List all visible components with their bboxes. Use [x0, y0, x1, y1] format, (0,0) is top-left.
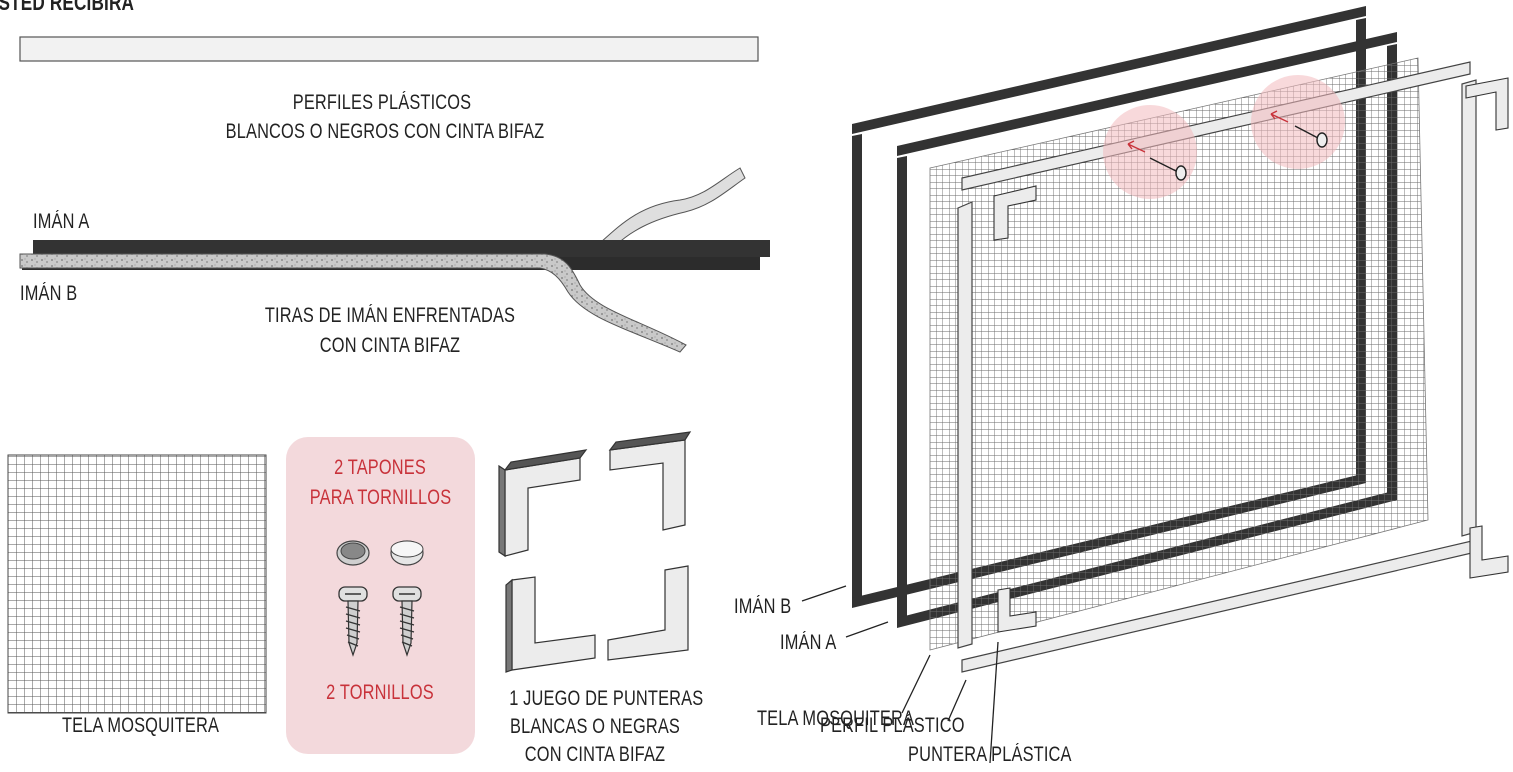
corner-pieces	[498, 431, 692, 673]
assembly-label-iman-a: IMÁN A	[780, 631, 837, 654]
caps-caption-line2: PARA TORNILLOS	[309, 486, 452, 509]
assembly-arrows	[1127, 110, 1289, 153]
profile-frame	[957, 61, 1477, 673]
magnet-a-label: IMÁN A	[33, 210, 90, 233]
screw-highlight-1	[1103, 105, 1197, 199]
assembly-exploded	[801, 6, 1509, 764]
screw-caps	[336, 540, 424, 566]
assembly-label-tela: TELA MOSQUITERA	[757, 707, 915, 730]
screw-highlight-2	[1251, 75, 1345, 169]
assembly-label-puntera: PUNTERA PLÁSTICA	[908, 743, 1072, 766]
assembly-mesh	[929, 57, 1429, 651]
page-title: USTED RECIBIRÁ	[0, 0, 135, 15]
corners-caption-line1: 1 JUEGO DE PUNTERAS	[509, 687, 704, 710]
leader-lines	[801, 585, 999, 764]
magnets-caption-line1: TIRAS DE IMÁN ENFRENTADAS	[264, 304, 516, 327]
magnets-caption-line2: CON CINTA BIFAZ	[319, 334, 461, 357]
mesh-caption: TELA MOSQUITERA	[62, 714, 220, 737]
screws-panel	[286, 437, 475, 754]
profiles-caption-line1: PERFILES PLÁSTICOS	[292, 91, 472, 114]
caps-caption-line1: 2 TAPONES	[334, 456, 426, 479]
screws-caption: 2 TORNILLOS	[326, 681, 434, 704]
assembly-screws	[1149, 125, 1328, 181]
corners-caption-line3: CON CINTA BIFAZ	[524, 743, 666, 766]
screws	[338, 586, 422, 657]
profiles-caption-line2: BLANCOS O NEGROS CON CINTA BIFAZ	[225, 120, 545, 143]
assembly-label-perfil: PERFIL PLÁSTICO	[820, 714, 965, 737]
corners-caption-line2: BLANCAS O NEGRAS	[510, 715, 680, 738]
magnet-b-label: IMÁN B	[20, 282, 78, 305]
plastic-profile-strip	[19, 36, 759, 62]
assembly-label-iman-b: IMÁN B	[734, 595, 792, 618]
assembly-corners	[993, 77, 1509, 633]
mesh-sample	[7, 454, 267, 714]
magnet-strips	[19, 167, 770, 353]
